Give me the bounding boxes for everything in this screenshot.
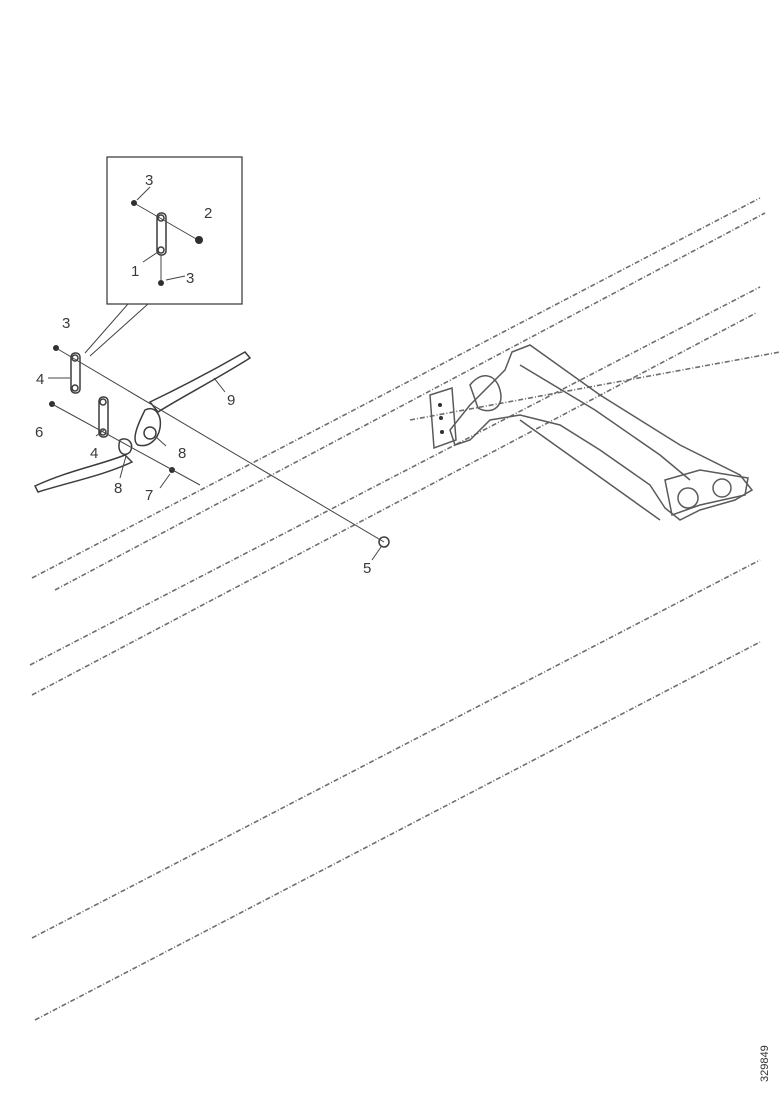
gusset-plate [664, 469, 749, 516]
leader-8-right [155, 436, 167, 447]
inset-lower-bolt [158, 280, 164, 286]
cross-member-inner-edge [519, 364, 691, 481]
leader-inset-3a [136, 186, 151, 201]
inset-bolt-axis [133, 202, 199, 241]
callout-inset-3a: 3 [145, 172, 153, 189]
inset-pointer [84, 303, 149, 357]
cross-member-outline [449, 344, 754, 521]
inset-frame [106, 156, 243, 305]
link-plate-lower-hole [99, 398, 107, 406]
rail-line-7 [409, 351, 779, 421]
bolt-axis-upper [55, 347, 385, 543]
gusset-hole [677, 487, 699, 509]
leader-7 [159, 473, 171, 489]
lower-arm [33, 454, 134, 493]
bolt-axis-lower [51, 403, 201, 486]
callout-inset-2: 2 [204, 205, 212, 222]
upper-arm [148, 351, 252, 413]
callout-9-upper: 9 [227, 392, 235, 409]
callout-8-right: 8 [178, 445, 186, 462]
rail-line-2 [54, 212, 766, 591]
callout-4-lower: 4 [90, 445, 98, 462]
leader-5 [371, 546, 382, 561]
callout-inset-3b: 3 [186, 270, 194, 287]
callout-5: 5 [363, 560, 371, 577]
link-plate-upper-hole [71, 384, 79, 392]
leader-9-upper [213, 377, 226, 393]
gusset-hole [712, 478, 732, 498]
mounting-bracket [429, 386, 457, 450]
callout-7: 7 [145, 487, 153, 504]
callout-6: 6 [35, 424, 43, 441]
bracket-hole [440, 430, 444, 434]
inset-nut [195, 236, 203, 244]
rail-line-4 [31, 312, 757, 696]
bracket-hole [438, 403, 442, 407]
callout-3: 3 [62, 315, 70, 332]
cross-member-web [469, 375, 502, 412]
inset-detail: 3 2 1 3 [106, 156, 243, 305]
rail-line-1 [31, 197, 761, 579]
chassis-rails [29, 197, 779, 1021]
inset-bolt-head [131, 200, 137, 206]
rail-line-6 [34, 641, 761, 1021]
link-plate-upper [70, 352, 81, 394]
rail-line-3 [29, 286, 761, 666]
bracket-hole [439, 416, 443, 420]
inset-link-hole-bottom [157, 246, 165, 254]
callout-4-upper: 4 [36, 371, 44, 388]
drawing-number: 329849 [759, 1045, 771, 1082]
cross-member-lower-edge [519, 419, 661, 521]
hanger-eye [143, 426, 157, 440]
cross-member [429, 344, 754, 521]
rail-line-5 [31, 559, 761, 939]
callout-8-left: 8 [114, 480, 122, 497]
callout-inset-1: 1 [131, 263, 139, 280]
leader-8-left [119, 455, 127, 479]
spring-hanger-assembly [33, 345, 390, 561]
main-callouts: 3 4 9 6 4 8 8 7 5 [35, 315, 371, 577]
leader-4-lower [95, 429, 105, 437]
leader-inset-1 [142, 251, 159, 263]
link-plate-lower [98, 396, 109, 438]
leader-inset-3b [165, 275, 186, 281]
